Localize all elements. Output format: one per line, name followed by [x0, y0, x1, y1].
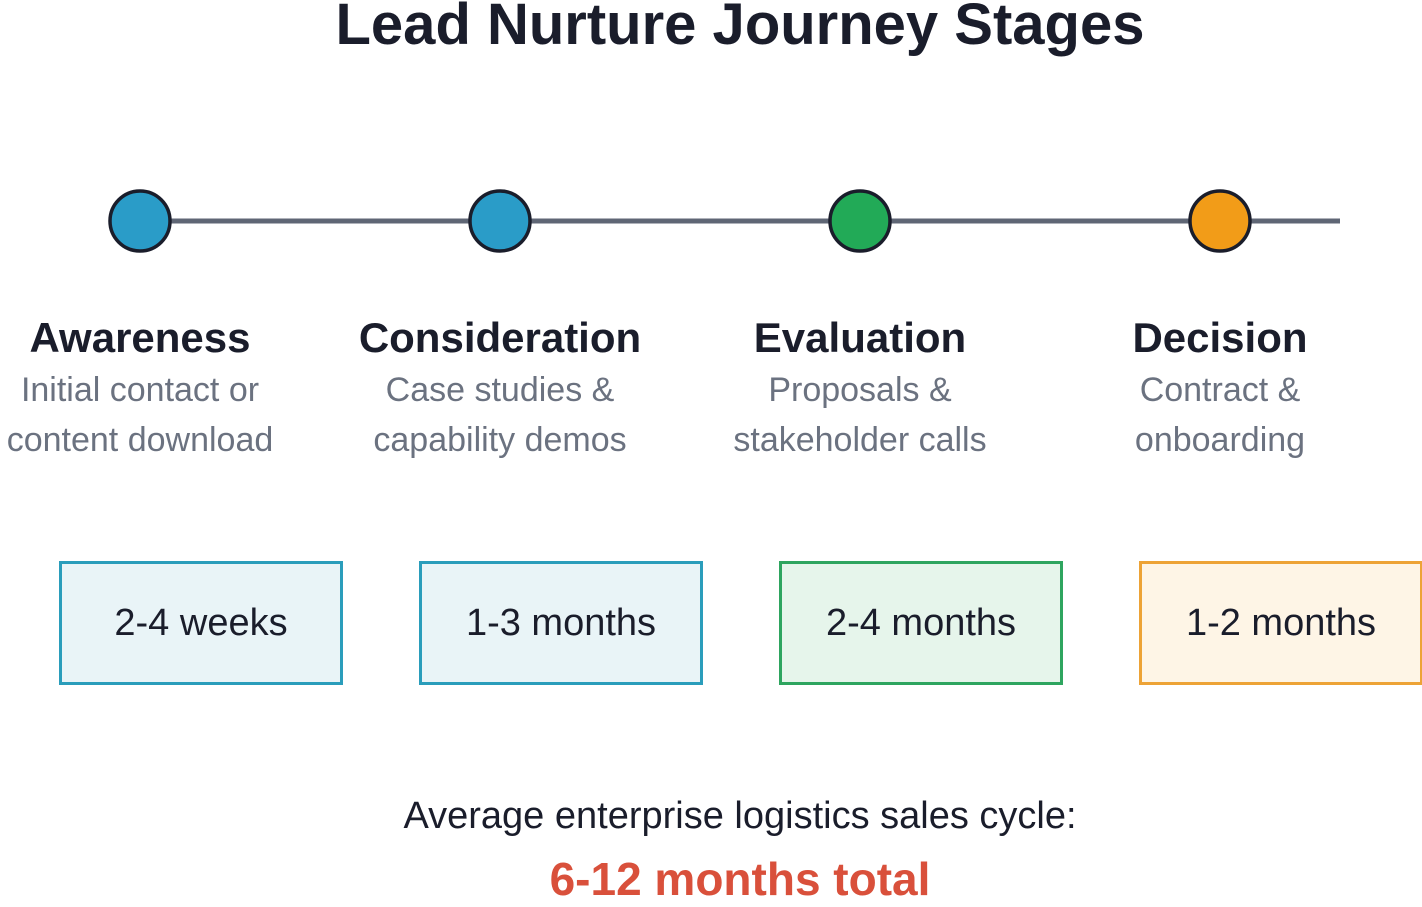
stage-title: Consideration: [358, 314, 642, 361]
stage-description-line: content download: [6, 421, 274, 459]
sales-cycle-total: 6-12 months total: [549, 853, 931, 905]
duration-box-decision: 1-2 months: [1139, 561, 1422, 685]
stage-consideration: Consideration Case studies & capability …: [320, 311, 680, 465]
sales-cycle-label: Average enterprise logistics sales cycle…: [403, 795, 1077, 837]
stage-description-line: stakeholder calls: [733, 421, 987, 459]
duration-box-consideration: 1-3 months: [419, 561, 703, 685]
stage-title: Awareness: [29, 314, 251, 361]
stage-description-line: Contract &: [1139, 371, 1301, 409]
stage-description-line: Initial contact or: [20, 371, 260, 409]
stage-node-evaluation: [828, 189, 892, 253]
stage-description-line: Proposals &: [768, 371, 952, 409]
stage-title: Evaluation: [753, 314, 967, 361]
stage-evaluation: Evaluation Proposals & stakeholder calls: [680, 311, 1040, 465]
duration-box-awareness: 2-4 weeks: [59, 561, 343, 685]
stage-awareness: Awareness Initial contact or content dow…: [0, 311, 320, 465]
stage-description: Initial contact or content download: [0, 365, 320, 465]
stage-title: Decision: [1132, 314, 1308, 361]
stage-description: Case studies & capability demos: [320, 365, 680, 465]
stage-description: Proposals & stakeholder calls: [680, 365, 1040, 465]
stage-node-consideration: [468, 189, 532, 253]
stage-description-line: capability demos: [373, 421, 627, 459]
stage-node-awareness: [108, 189, 172, 253]
stage-description-line: Case studies &: [385, 371, 615, 409]
duration-box-evaluation: 2-4 months: [779, 561, 1063, 685]
timeline: [108, 189, 1340, 253]
stage-decision: Decision Contract & onboarding: [1040, 311, 1400, 465]
stage-description: Contract & onboarding: [1040, 365, 1400, 465]
stage-node-decision: [1188, 189, 1252, 253]
page-title: Lead Nurture Journey Stages: [335, 0, 1145, 57]
stage-description-line: onboarding: [1134, 421, 1306, 459]
